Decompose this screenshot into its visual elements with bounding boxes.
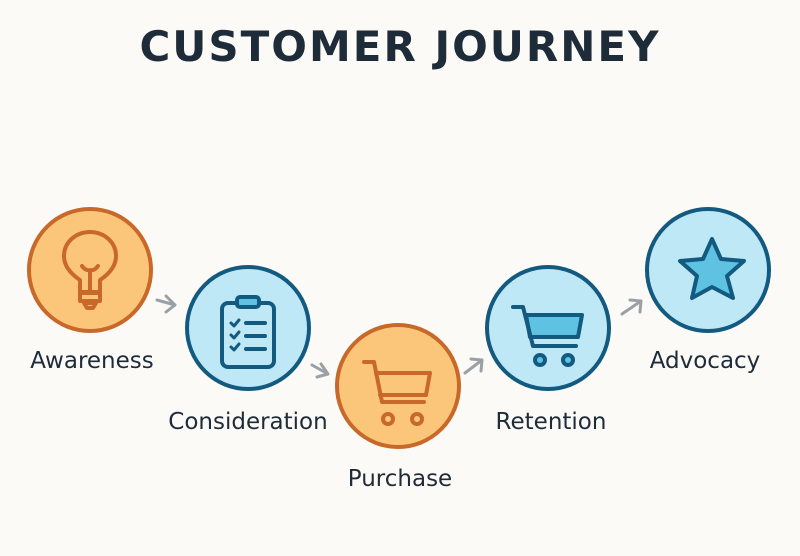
page-title: CUSTOMER JOURNEY <box>139 22 661 71</box>
clipboard-checklist-icon <box>220 295 276 369</box>
arrow-icon <box>155 294 177 314</box>
stage-advocacy <box>645 207 771 333</box>
arrow-icon <box>620 298 643 316</box>
shopping-cart-icon <box>362 360 432 426</box>
shopping-cart-icon <box>511 305 584 367</box>
stage-awareness <box>27 207 153 333</box>
star-icon <box>678 237 746 300</box>
stage-label-retention: Retention <box>495 409 607 435</box>
stage-consideration <box>185 265 311 391</box>
lightbulb-icon <box>62 230 118 310</box>
stage-label-consideration: Consideration <box>168 409 328 435</box>
arrow-icon <box>310 362 330 379</box>
arrow-icon <box>463 357 484 375</box>
stage-retention <box>485 265 611 391</box>
stage-label-awareness: Awareness <box>30 348 154 374</box>
stage-label-advocacy: Advocacy <box>649 348 761 374</box>
stage-label-purchase: Purchase <box>347 466 453 492</box>
stage-purchase <box>335 323 461 449</box>
